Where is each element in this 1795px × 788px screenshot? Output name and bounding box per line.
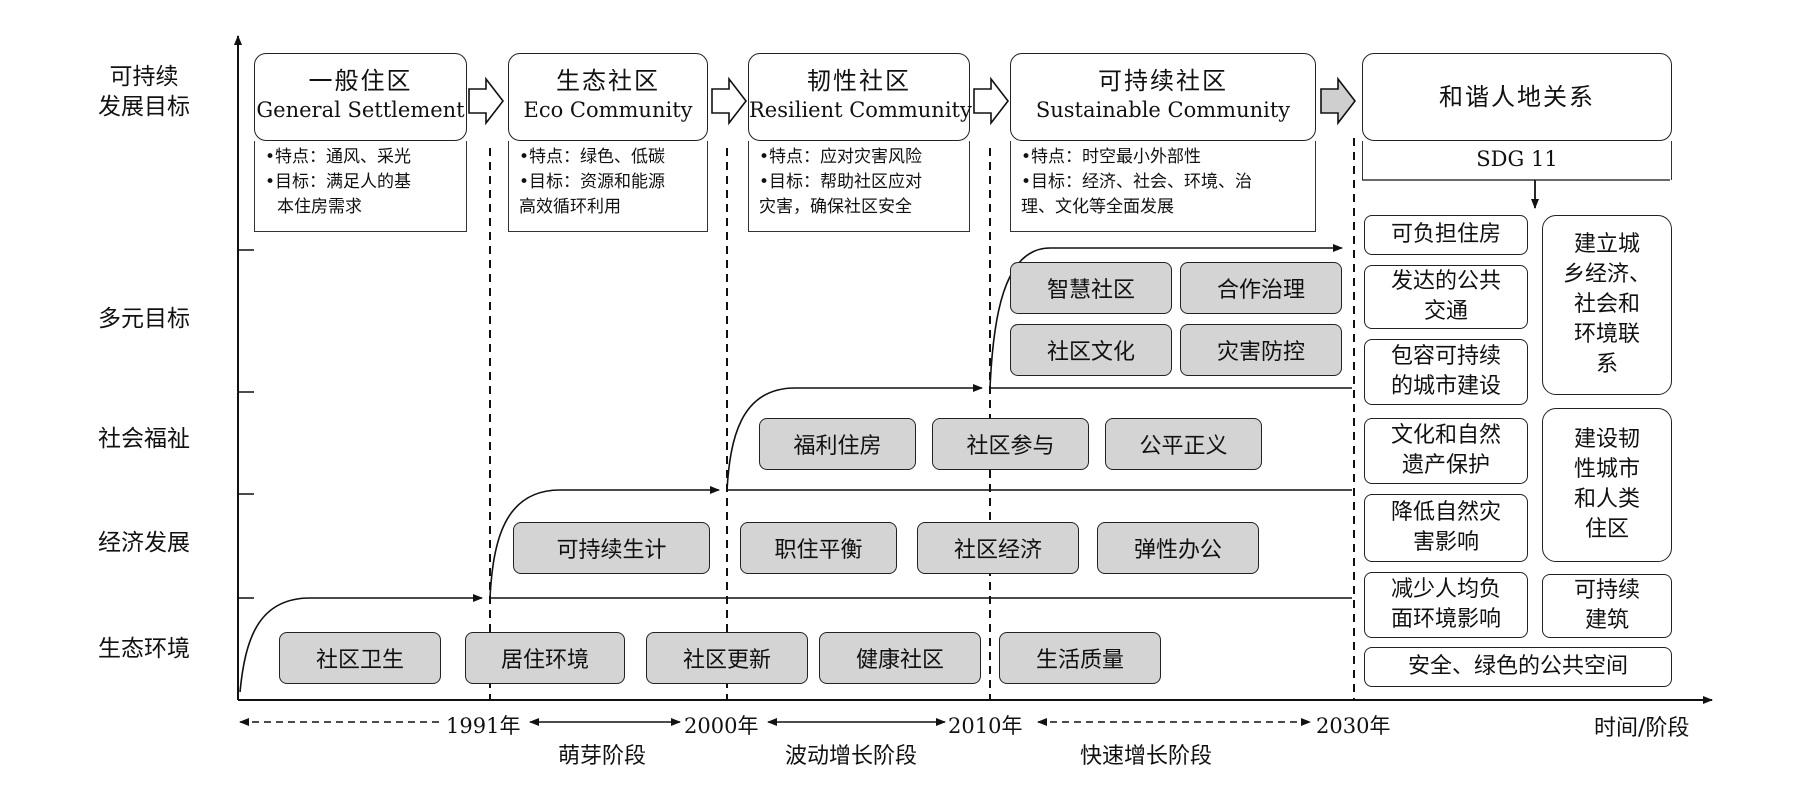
goal-cooperative-governance: 合作治理 xyxy=(1180,262,1342,314)
curve-welfare xyxy=(726,384,983,491)
year-2010: 2010年 xyxy=(948,714,1023,738)
curve-economy xyxy=(489,486,720,599)
curve-ecology xyxy=(239,594,483,693)
stage-general-desc: •特点：通风、采光•目标：满足人的基本住房需求 xyxy=(254,141,467,232)
stage-arrow-3 xyxy=(973,76,1010,126)
goal-smart-community: 智慧社区 xyxy=(1010,262,1172,314)
y-level-economy: 经济发展 xyxy=(98,530,190,556)
ecology-living-environment: 居住环境 xyxy=(465,632,625,684)
sdg-affordable-housing: 可负担住房 xyxy=(1364,215,1528,255)
sdg-public-space: 安全、绿色的公共空间 xyxy=(1364,647,1672,687)
stage-arrow-2 xyxy=(711,76,748,126)
y-level-welfare: 社会福祉 xyxy=(98,426,190,452)
stage-arrow-4 xyxy=(1320,76,1357,126)
stage-harmony: 和谐人地关系 xyxy=(1362,53,1672,141)
sdg-urban-rural-links: 建立城乡经济、社会和环境联系 xyxy=(1542,215,1672,395)
sdg-heritage-protection: 文化和自然遗产保护 xyxy=(1364,418,1528,484)
sdg-public-transport: 发达的公共交通 xyxy=(1364,265,1528,329)
stage-sustainable-desc: •特点：时空最小外部性•目标：经济、社会、环境、治理、文化等全面发展 xyxy=(1010,141,1316,232)
sdg-label: SDG 11 xyxy=(1362,141,1672,180)
economy-livelihood: 可持续生计 xyxy=(513,522,710,574)
ecology-healthy-community: 健康社区 xyxy=(819,632,981,684)
welfare-justice: 公平正义 xyxy=(1105,418,1262,470)
goal-community-culture: 社区文化 xyxy=(1010,324,1172,376)
phase-sprouting: 萌芽阶段 xyxy=(558,744,647,769)
x-axis-label: 时间/阶段 xyxy=(1594,716,1690,741)
phase-rapid-growth: 快速增长阶段 xyxy=(1080,744,1213,769)
sdg-inclusive-urbanization: 包容可持续的城市建设 xyxy=(1364,339,1528,405)
sdg-disaster-reduction: 降低自然灾害影响 xyxy=(1364,494,1528,562)
phase-fluctuating-growth: 波动增长阶段 xyxy=(785,744,918,769)
year-2000: 2000年 xyxy=(684,714,759,738)
economy-job-housing: 职住平衡 xyxy=(740,522,897,574)
economy-community-economy: 社区经济 xyxy=(917,522,1079,574)
welfare-participation: 社区参与 xyxy=(932,418,1089,470)
ecology-life-quality: 生活质量 xyxy=(999,632,1161,684)
curve-multigoal xyxy=(989,244,1343,389)
sdg-environmental-impact: 减少人均负面环境影响 xyxy=(1364,572,1528,638)
ecology-renewal: 社区更新 xyxy=(646,632,808,684)
year-2030: 2030年 xyxy=(1316,714,1391,738)
ecology-sanitation: 社区卫生 xyxy=(279,632,441,684)
stage-arrow-1 xyxy=(468,76,505,126)
year-1991: 1991年 xyxy=(446,714,521,738)
sdg-resilient-cities: 建设韧性城市和人类住区 xyxy=(1542,408,1672,562)
y-level-sustainable: 可持续发展目标 xyxy=(98,64,190,120)
economy-flexible-office: 弹性办公 xyxy=(1097,522,1259,574)
goal-disaster-prevention: 灾害防控 xyxy=(1180,324,1342,376)
sdg-sustainable-buildings: 可持续建筑 xyxy=(1542,574,1672,638)
stage-resilient-desc: •特点：应对灾害风险•目标：帮助社区应对灾害，确保社区安全 xyxy=(748,141,970,232)
welfare-housing: 福利住房 xyxy=(759,418,916,470)
stage-eco-desc: •特点：绿色、低碳•目标：资源和能源高效循环利用 xyxy=(508,141,708,232)
y-level-multi: 多元目标 xyxy=(98,306,190,332)
y-level-ecology: 生态环境 xyxy=(98,636,190,662)
